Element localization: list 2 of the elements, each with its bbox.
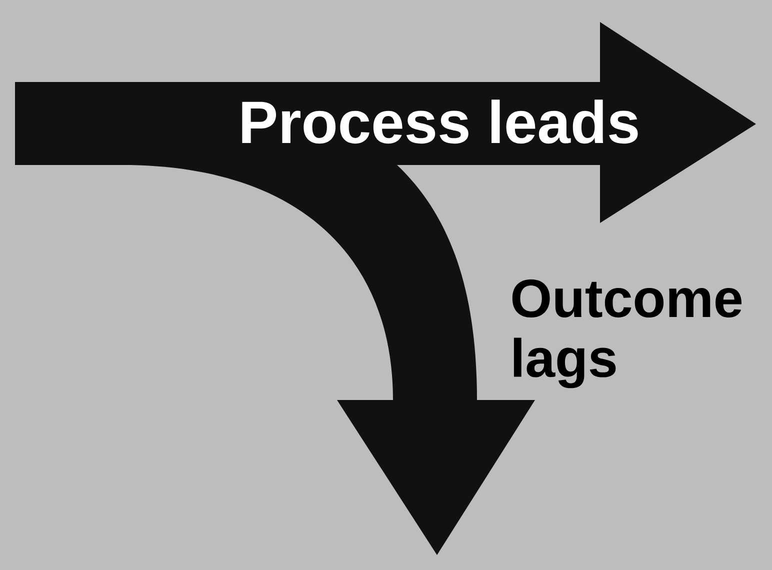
arrow-label: Outcome lags [512,279,742,388]
arrow-label: Process leads [242,100,638,144]
